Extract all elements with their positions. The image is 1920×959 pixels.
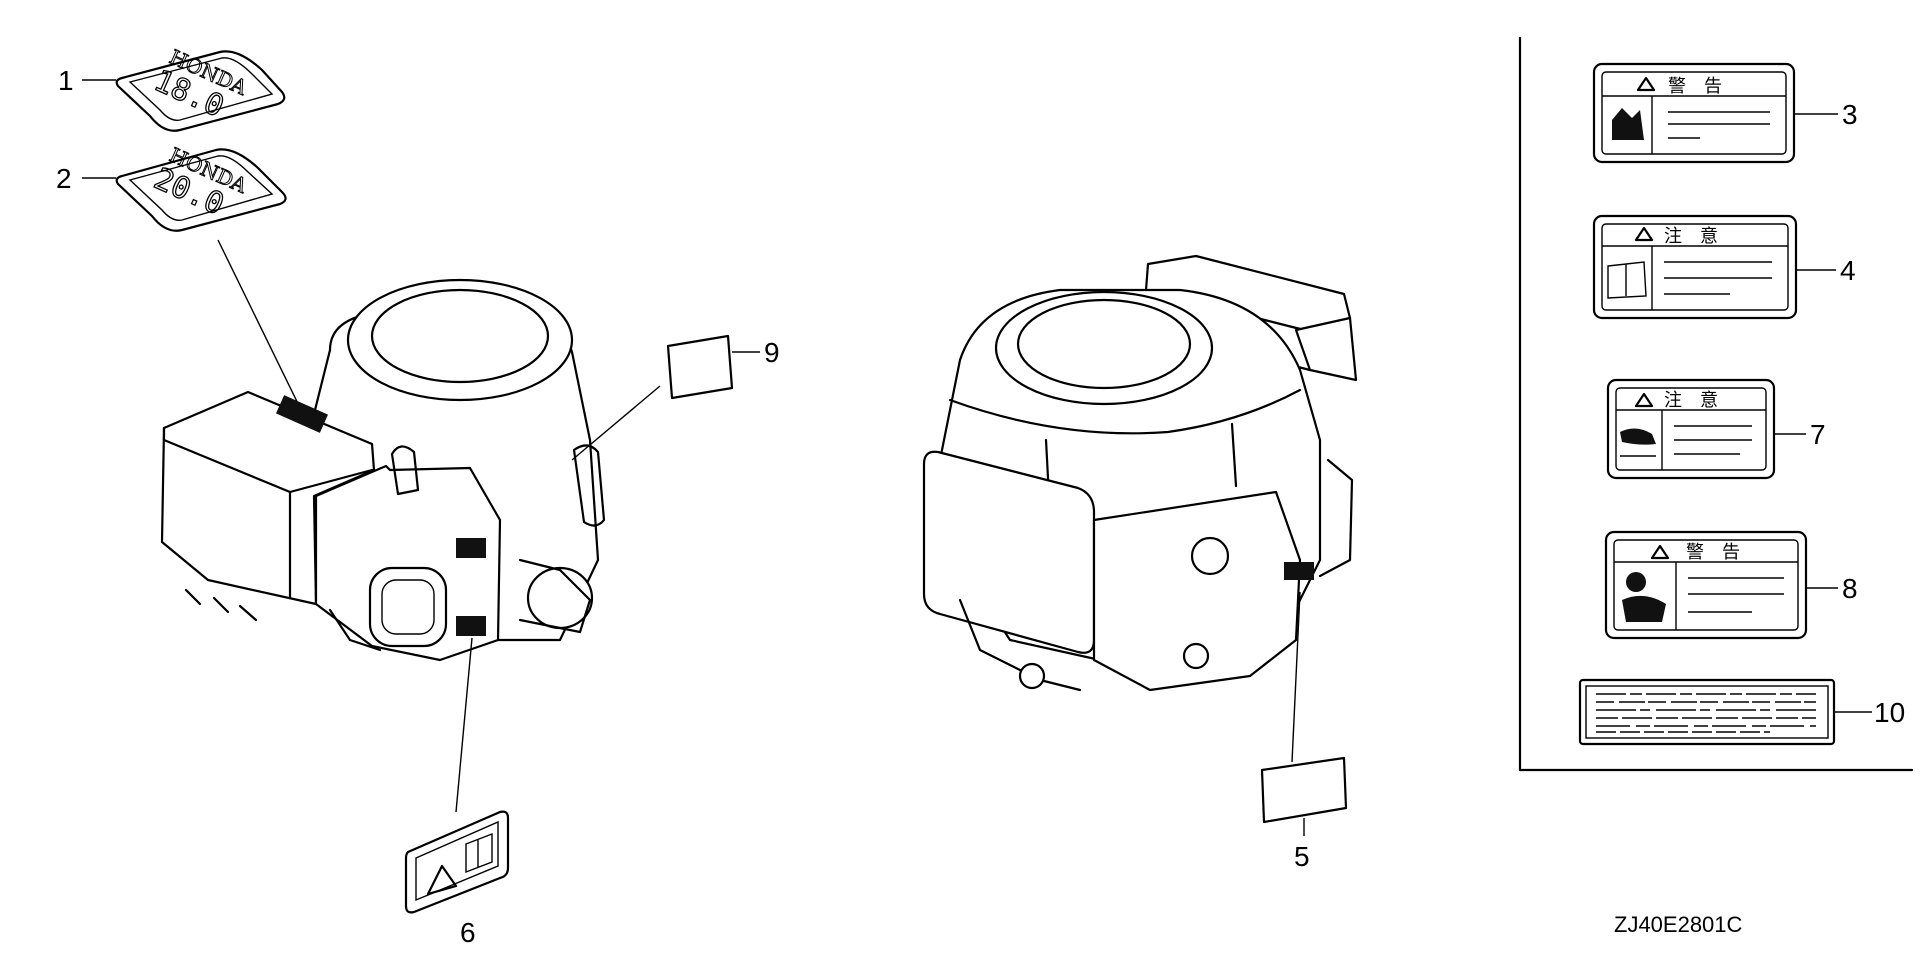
callout-3: 3 xyxy=(1842,99,1858,130)
emblem-18-decal[interactable]: HONDA 18.0 xyxy=(115,44,286,132)
callout-4: 4 xyxy=(1840,255,1856,286)
warning-manual-decal-6[interactable] xyxy=(404,810,510,914)
callout-5: 5 xyxy=(1294,841,1310,872)
spec-label-10[interactable] xyxy=(1578,678,1836,746)
blank-label-9[interactable] xyxy=(666,334,734,400)
callout-1: 1 xyxy=(58,65,74,96)
engine-left-view xyxy=(160,278,606,662)
callout-10: 10 xyxy=(1874,697,1905,728)
callout-9: 9 xyxy=(764,337,780,368)
warning-label-8[interactable]: 警 告 xyxy=(1604,530,1808,640)
emblem-20-decal[interactable]: HONDA 20.0 xyxy=(115,142,287,232)
callout-6: 6 xyxy=(460,917,476,948)
label-4-header: 注 意 xyxy=(1664,226,1718,247)
caution-label-4[interactable]: 注 意 xyxy=(1592,214,1798,320)
decal-set-frame xyxy=(1518,36,1914,772)
caution-label-7[interactable]: 注 意 xyxy=(1606,378,1776,480)
callout-8: 8 xyxy=(1842,573,1858,604)
callout-7: 7 xyxy=(1810,419,1826,450)
callout-2: 2 xyxy=(56,163,72,194)
warning-label-3[interactable]: 警 告 xyxy=(1592,62,1796,164)
engine-right-view xyxy=(922,254,1358,692)
label-7-header: 注 意 xyxy=(1664,390,1718,411)
diagram-code: ZJ40E2801C xyxy=(1614,912,1743,937)
label-3-header: 警 告 xyxy=(1668,76,1722,97)
small-label-5[interactable] xyxy=(1260,756,1348,824)
label-8-header: 警 告 xyxy=(1686,542,1740,563)
